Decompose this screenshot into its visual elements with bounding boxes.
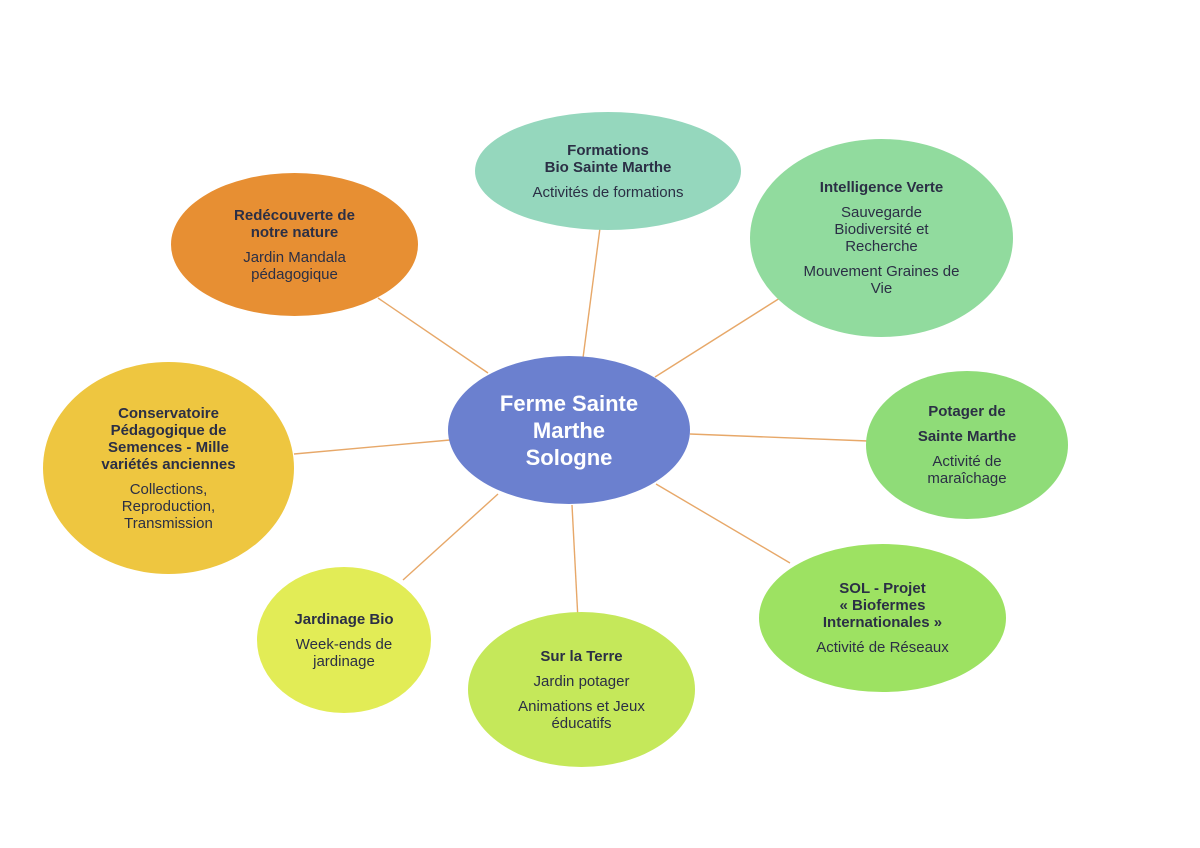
connector-conservatoire bbox=[293, 439, 451, 455]
node-potager-title-2: Sainte Marthe bbox=[917, 428, 1017, 445]
node-conservatoire-title: Conservatoire Pédagogique de Semences - … bbox=[101, 404, 236, 473]
node-sol-body: Activité de Réseaux bbox=[816, 639, 949, 656]
node-sol-projet: SOL - Projet « Biofermes Internationales… bbox=[759, 544, 1006, 692]
node-redecouverte-title: Redécouverte de notre nature bbox=[234, 206, 355, 241]
node-potager-body: Activité de maraîchage bbox=[927, 453, 1007, 487]
node-conservatoire: Conservatoire Pédagogique de Semences - … bbox=[43, 362, 294, 574]
node-formations-title: Formations Bio Sainte Marthe bbox=[544, 141, 672, 176]
node-intelligence-body-2: Mouvement Graines de Vie bbox=[803, 263, 960, 297]
connector-jardinage bbox=[402, 493, 499, 581]
node-sur-la-terre-body-2: Animations et Jeux éducatifs bbox=[518, 697, 645, 732]
node-jardinage-title: Jardinage Bio bbox=[294, 610, 394, 628]
center-node: Ferme Sainte Marthe Sologne bbox=[448, 356, 690, 504]
node-formations-body: Activités de formations bbox=[532, 183, 684, 201]
node-redecouverte: Redécouverte de notre nature Jardin Mand… bbox=[171, 173, 418, 316]
connector-redecouverte bbox=[377, 297, 489, 374]
node-intelligence-title: Intelligence Verte bbox=[819, 179, 944, 196]
node-sur-la-terre: Sur la Terre Jardin potager Animations e… bbox=[468, 612, 695, 767]
node-potager: Potager de Sainte Marthe Activité de mar… bbox=[866, 371, 1068, 519]
connector-formations bbox=[582, 227, 601, 359]
node-sur-la-terre-body: Jardin potager bbox=[533, 672, 630, 690]
node-jardinage-bio: Jardinage Bio Week-ends de jardinage bbox=[257, 567, 431, 713]
connector-sur-la-terre bbox=[571, 504, 579, 621]
node-redecouverte-body: Jardin Mandala pédagogique bbox=[243, 248, 346, 283]
node-conservatoire-body: Collections, Reproduction, Transmission bbox=[121, 480, 216, 532]
node-sol-title: SOL - Projet « Biofermes Internationales… bbox=[822, 580, 943, 631]
connector-sol bbox=[655, 483, 791, 564]
node-intelligence-body: Sauvegarde Biodiversité et Recherche bbox=[834, 204, 929, 255]
node-intelligence-verte: Intelligence Verte Sauvegarde Biodiversi… bbox=[750, 139, 1013, 337]
center-title: Ferme Sainte Marthe Sologne bbox=[499, 390, 639, 470]
node-jardinage-body: Week-ends de jardinage bbox=[295, 635, 393, 670]
connector-intelligence bbox=[654, 297, 781, 378]
node-sur-la-terre-title: Sur la Terre bbox=[540, 647, 623, 665]
node-potager-title: Potager de bbox=[928, 403, 1006, 420]
node-formations: Formations Bio Sainte Marthe Activités d… bbox=[475, 112, 741, 230]
connector-potager bbox=[689, 433, 869, 442]
